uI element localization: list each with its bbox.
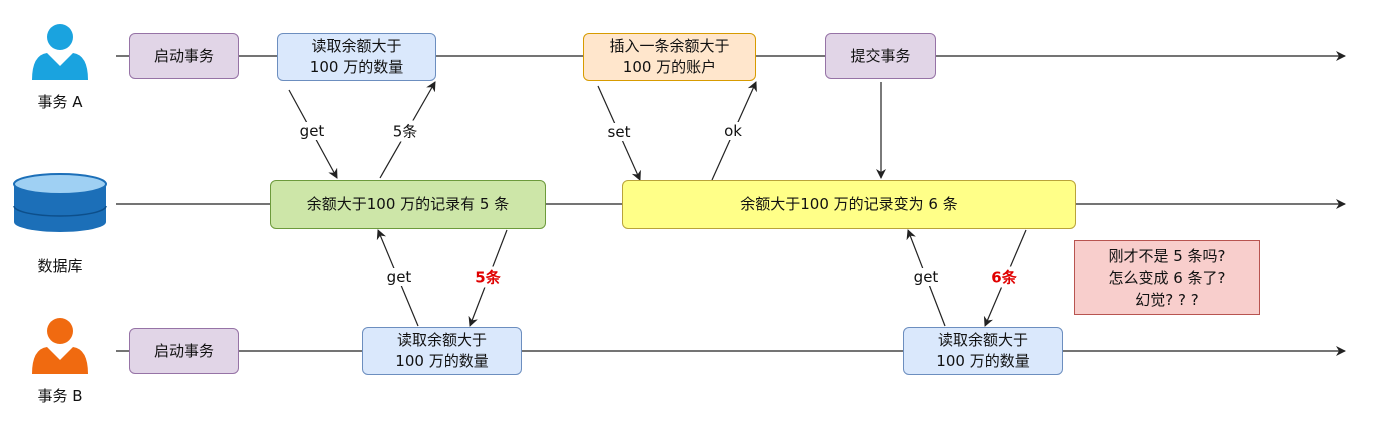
a-start-box: 启动事务 xyxy=(129,33,239,79)
a-read-box: 读取余额大于 100 万的数量 xyxy=(277,33,436,81)
b-start-box: 启动事务 xyxy=(129,328,239,374)
db-six-records-box: 余额大于100 万的记录变为 6 条 xyxy=(622,180,1076,229)
a-insert-box: 插入一条余额大于 100 万的账户 xyxy=(583,33,756,81)
b-get1-label: get xyxy=(384,268,414,286)
a-commit-box: 提交事务 xyxy=(825,33,936,79)
database-icon xyxy=(13,173,107,232)
a-set-label: set xyxy=(605,123,633,141)
b-five-label: 5条 xyxy=(473,266,503,288)
b-read1-box: 读取余额大于 100 万的数量 xyxy=(362,327,522,375)
a-five-label: 5条 xyxy=(390,120,420,142)
database-label: 数据库 xyxy=(37,257,83,275)
a-get-label: get xyxy=(297,122,327,140)
actor-a-label: 事务 A xyxy=(37,93,83,111)
db-five-records-box: 余额大于100 万的记录有 5 条 xyxy=(270,180,546,229)
b-get2-label: get xyxy=(911,268,941,286)
person-b-icon xyxy=(32,318,88,374)
phantom-note: 刚才不是 5 条吗? 怎么变成 6 条了? 幻觉? ? ? xyxy=(1074,240,1260,315)
b-read2-box: 读取余额大于 100 万的数量 xyxy=(903,327,1063,375)
b-six-label: 6条 xyxy=(989,266,1019,288)
a-ok-label: ok xyxy=(722,122,744,140)
person-a-icon xyxy=(32,24,88,80)
actor-b-label: 事务 B xyxy=(37,387,83,405)
